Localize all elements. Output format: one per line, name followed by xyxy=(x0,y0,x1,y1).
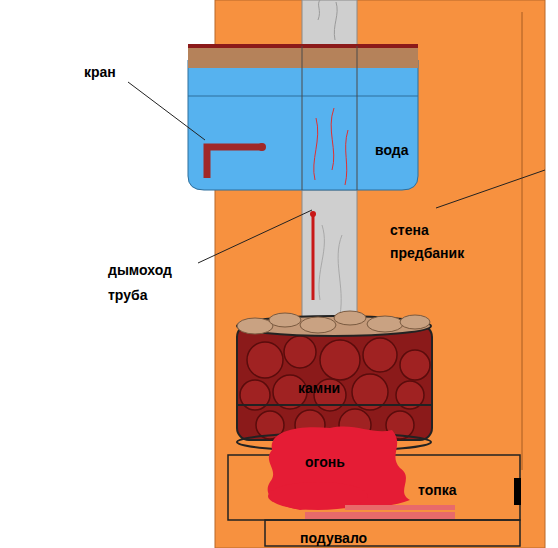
stones-group xyxy=(240,336,430,440)
wall-label: стена предбаник xyxy=(390,219,495,265)
ash-pit-shape xyxy=(265,520,520,546)
grate-bar xyxy=(345,505,455,510)
water-tank xyxy=(188,60,418,190)
stone xyxy=(237,318,273,334)
tank-lid xyxy=(188,46,418,68)
leader-line xyxy=(436,170,545,208)
tank-rim xyxy=(188,44,418,48)
smoke-line xyxy=(318,0,337,40)
tank-label: вода xyxy=(375,141,420,159)
thermometer-symbol xyxy=(312,216,315,300)
stone xyxy=(247,342,283,378)
fire-shape xyxy=(268,426,410,510)
stone xyxy=(363,338,397,372)
pipe-outline xyxy=(357,46,358,190)
wall-edge-line xyxy=(522,12,523,470)
chimney-pipe xyxy=(302,190,357,325)
stones-label: камни xyxy=(298,379,358,397)
chimney-label: дымоход труба xyxy=(108,258,188,308)
basket-band xyxy=(237,404,432,406)
water-tank-node: вода xyxy=(188,45,418,190)
grate-bar xyxy=(305,512,455,519)
stone xyxy=(300,317,336,333)
tap-joint xyxy=(258,143,266,151)
stone xyxy=(334,311,366,325)
firebox-node: топка xyxy=(228,455,520,520)
stone-basket-node: камни xyxy=(237,312,432,440)
top-stones xyxy=(237,311,430,334)
thermometer-bulb xyxy=(310,211,316,217)
fire-node: огонь xyxy=(265,425,425,513)
pipe-outline xyxy=(302,46,303,190)
chimney-pipe xyxy=(302,0,357,45)
tap-symbol xyxy=(207,147,262,178)
leader-line xyxy=(198,210,312,263)
ash-pit-label: подувало xyxy=(300,529,390,547)
wall-panel: стена предбаник вода камни топка огонь подува… xyxy=(215,0,545,548)
stone xyxy=(269,313,301,327)
leader-line xyxy=(128,82,205,140)
stone xyxy=(400,350,430,380)
heat-line xyxy=(314,108,348,185)
water-level xyxy=(188,96,418,97)
smoke-line xyxy=(319,225,342,315)
ash-pit-node: подувало xyxy=(265,520,520,546)
fire-label: огонь xyxy=(305,453,365,471)
stone-basket xyxy=(237,325,432,440)
stone xyxy=(320,340,360,380)
stone xyxy=(367,316,403,332)
door-handle xyxy=(514,478,521,505)
firebox-label: топка xyxy=(418,481,478,499)
tap-label: кран xyxy=(84,63,134,81)
stone xyxy=(284,336,316,368)
stone xyxy=(400,315,430,329)
